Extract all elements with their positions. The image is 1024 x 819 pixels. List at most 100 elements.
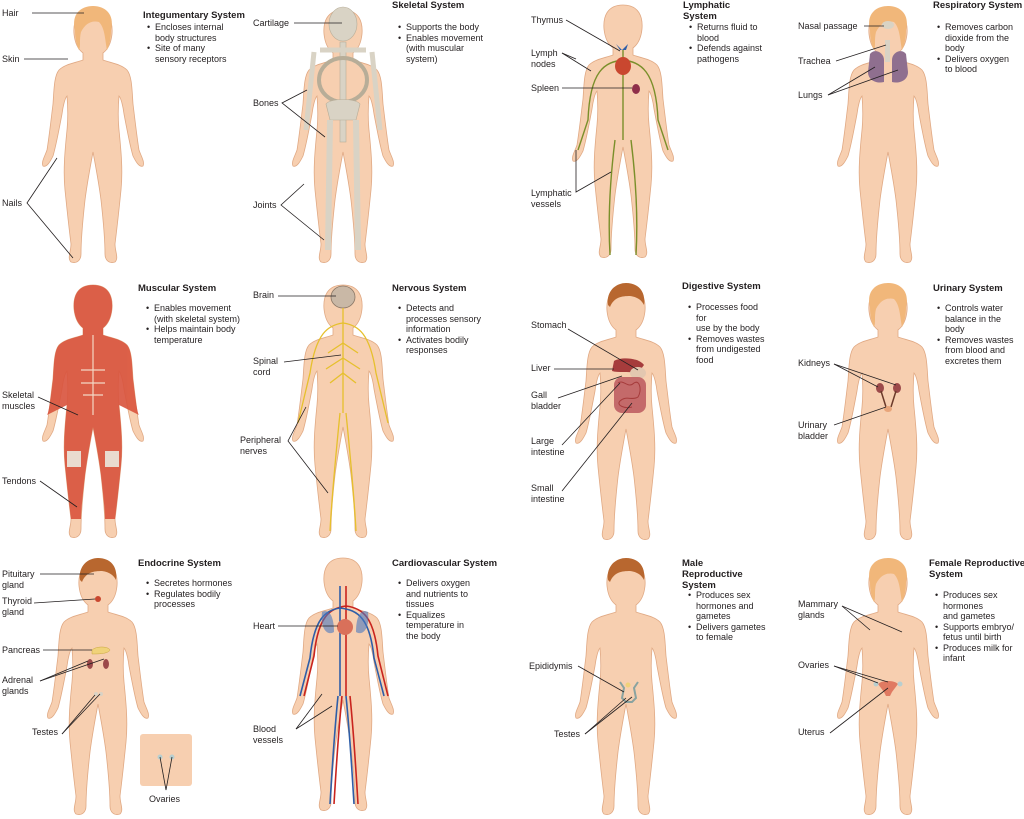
function-list: Removes carbon dioxide from the body Del… bbox=[937, 22, 1013, 75]
function-item: Delivers oxygen and nutrients to tissues bbox=[398, 578, 470, 610]
function-item: Secretes hormones bbox=[146, 578, 232, 589]
system-title: Respiratory System bbox=[933, 0, 1023, 11]
function-item: Defends against pathogens bbox=[689, 43, 762, 64]
female-reproductive-figure bbox=[829, 558, 939, 815]
function-list: Delivers oxygen and nutrients to tissues… bbox=[398, 578, 470, 641]
label-nails: Nails bbox=[2, 198, 23, 208]
function-item: Delivers oxygen to blood bbox=[937, 54, 1013, 75]
label-cartilage: Cartilage bbox=[253, 18, 290, 28]
function-item: Helps maintain body temperature bbox=[146, 324, 240, 345]
urinary-figure bbox=[833, 283, 939, 540]
label-small-intestine: Small intestine bbox=[531, 483, 565, 504]
system-title: Female Reproductive System bbox=[929, 558, 1024, 580]
panel-skeletal: Cartilage Bones Joints Skeletal System S… bbox=[250, 0, 506, 273]
label-lungs: Lungs bbox=[798, 90, 823, 100]
label-thyroid-gland: Thyroid gland bbox=[2, 596, 33, 617]
system-title: Skeletal System bbox=[392, 0, 465, 11]
function-item: Returns fluid to blood bbox=[689, 22, 762, 43]
panel-muscular: Skeletal muscles Tendons Muscular System… bbox=[0, 273, 256, 546]
label-large-intestine: Large intestine bbox=[531, 436, 565, 457]
digestive-figure bbox=[554, 283, 677, 540]
label-kidneys: Kidneys bbox=[798, 358, 831, 368]
label-spinal-cord: Spinal cord bbox=[253, 356, 279, 377]
lymphatic-figure bbox=[561, 4, 674, 258]
function-item: Processes food for use by the body bbox=[688, 302, 766, 334]
function-item: Supports embryo/ fetus until birth bbox=[935, 622, 1014, 643]
label-pituitary-gland: Pituitary gland bbox=[2, 569, 35, 590]
panel-nervous: Brain Spinal cord Peripheral nerves Nerv… bbox=[240, 273, 506, 546]
function-list: Encloses internal body structures Site o… bbox=[147, 22, 227, 64]
label-adrenal-glands: Adrenal glands bbox=[2, 675, 34, 696]
cardiovascular-figure bbox=[278, 557, 394, 811]
function-item: Controls water balance in the body bbox=[937, 303, 1014, 335]
function-item: Delivers gametes to female bbox=[688, 622, 766, 643]
function-item: Removes wastes from blood and excretes t… bbox=[937, 335, 1014, 367]
label-bones: Bones bbox=[253, 98, 279, 108]
function-item: Detects and processes sensory informatio… bbox=[398, 303, 481, 335]
function-list: Secretes hormones Regulates bodily proce… bbox=[146, 578, 232, 610]
label-stomach: Stomach bbox=[531, 320, 567, 330]
label-joints: Joints bbox=[253, 200, 277, 210]
label-uterus: Uterus bbox=[798, 727, 825, 737]
label-skeletal-muscles: Skeletal muscles bbox=[2, 390, 36, 411]
muscular-figure bbox=[37, 284, 144, 538]
male-reproductive-figure bbox=[575, 558, 677, 815]
endocrine-figure bbox=[33, 558, 192, 815]
function-list: Controls water balance in the body Remov… bbox=[937, 303, 1014, 366]
function-item: Removes carbon dioxide from the body bbox=[937, 22, 1013, 54]
function-list: Supports the body Enables movement (with… bbox=[398, 22, 483, 64]
label-urinary-bladder: Urinary bladder bbox=[798, 420, 829, 441]
label-liver: Liver bbox=[531, 363, 551, 373]
label-blood-vessels: Blood vessels bbox=[253, 724, 284, 745]
panel-integumentary: Hair Skin Nails Integumentary System Enc… bbox=[0, 0, 256, 273]
function-item: Removes wastes from undigested food bbox=[688, 334, 766, 366]
system-title: Muscular System bbox=[138, 283, 217, 294]
panel-male-reproductive: Epididymis Testes Male Reproductive Syst… bbox=[510, 546, 766, 819]
system-title: Lymphatic System bbox=[683, 0, 731, 22]
function-list: Detects and processes sensory informatio… bbox=[398, 303, 481, 356]
function-item: Regulates bodily processes bbox=[146, 589, 232, 610]
label-spleen: Spleen bbox=[531, 83, 560, 93]
function-list: Returns fluid to blood Defends against p… bbox=[689, 22, 762, 64]
label-testes: Testes bbox=[554, 729, 581, 739]
function-item: Encloses internal body structures bbox=[147, 22, 227, 43]
function-list: Produces sex hormones and gametes Suppor… bbox=[935, 590, 1014, 664]
function-item: Enables movement (with skeletal system) bbox=[146, 303, 240, 324]
panel-digestive: Stomach Liver Gall bladder Large intesti… bbox=[510, 273, 766, 546]
panel-lymphatic: Thymus Lymph nodes Spleen Lymphatic vess… bbox=[510, 0, 766, 273]
label-nasal-passage: Nasal passage bbox=[798, 21, 858, 31]
function-item: Enables movement (with muscular system) bbox=[398, 33, 483, 65]
label-trachea: Trachea bbox=[798, 56, 831, 66]
system-title: Integumentary System bbox=[143, 10, 245, 21]
label-pancreas: Pancreas bbox=[2, 645, 41, 655]
function-list: Processes food for use by the body Remov… bbox=[688, 302, 766, 365]
panel-female-reproductive: Mammary glands Ovaries Uterus Female Rep… bbox=[770, 546, 1024, 819]
label-gall-bladder: Gall bladder bbox=[531, 390, 562, 411]
panel-respiratory: Nasal passage Trachea Lungs Respiratory … bbox=[770, 0, 1024, 273]
function-item: Activates bodily responses bbox=[398, 335, 481, 356]
system-title: Nervous System bbox=[392, 283, 467, 294]
label-tendons: Tendons bbox=[2, 476, 37, 486]
panel-endocrine: Pituitary gland Thyroid gland Pancreas A… bbox=[0, 546, 256, 819]
label-lymph-nodes: Lymph nodes bbox=[531, 48, 558, 69]
function-item: Produces milk for infant bbox=[935, 643, 1014, 664]
system-title: Digestive System bbox=[682, 281, 761, 292]
function-item: Produces sex hormones and gametes bbox=[935, 590, 1014, 622]
system-title: Male Reproductive System bbox=[682, 558, 743, 591]
label-epididymis: Epididymis bbox=[529, 661, 573, 671]
function-item: Equalizes temperature in the body bbox=[398, 610, 470, 642]
label-peripheral-nerves: Peripheral nerves bbox=[240, 435, 282, 456]
label-mammary-glands: Mammary glands bbox=[798, 599, 838, 620]
label-lymphatic-vessels: Lymphatic vessels bbox=[531, 188, 572, 209]
nervous-figure bbox=[278, 284, 394, 538]
system-title: Cardiovascular System bbox=[392, 558, 498, 569]
integumentary-figure bbox=[24, 6, 144, 263]
label-ovaries: Ovaries bbox=[149, 794, 181, 804]
function-list: Enables movement (with skeletal system) … bbox=[146, 303, 240, 345]
system-title: Endocrine System bbox=[138, 558, 221, 569]
label-brain: Brain bbox=[253, 290, 275, 300]
label-hair: Hair bbox=[2, 8, 19, 18]
function-item: Site of many sensory receptors bbox=[147, 43, 227, 64]
panel-cardiovascular: Heart Blood vessels Cardiovascular Syste… bbox=[250, 546, 506, 819]
label-testes: Testes bbox=[32, 727, 59, 737]
